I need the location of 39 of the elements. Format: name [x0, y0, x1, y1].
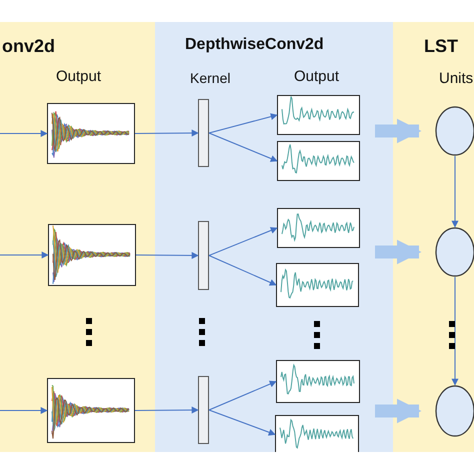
picture	[47, 378, 135, 443]
arrow	[0, 252, 49, 258]
arrow	[0, 407, 48, 414]
layer-title: DepthwiseConv2d	[185, 36, 324, 54]
layer-panel	[155, 22, 393, 452]
block-arrow	[375, 118, 422, 144]
arrow	[208, 255, 277, 286]
column-heading: Kernel	[190, 70, 230, 86]
layer-panel	[393, 22, 474, 452]
layer-title: onv2d	[2, 36, 56, 57]
layer-panel	[0, 22, 155, 452]
column-heading: Units	[439, 70, 474, 87]
arrow	[208, 227, 278, 256]
arrow	[134, 406, 199, 414]
picture	[47, 103, 135, 164]
picture	[276, 263, 359, 307]
layer-title: LST	[424, 36, 458, 57]
kernel-bar	[198, 221, 209, 290]
arrow	[136, 252, 199, 259]
block-arrow	[375, 398, 422, 424]
arrow	[452, 156, 458, 228]
picture	[276, 360, 360, 403]
picture	[277, 141, 360, 181]
column-heading: Output	[56, 68, 102, 85]
picture	[48, 224, 136, 286]
block-arrow	[375, 240, 422, 264]
arrow	[208, 380, 277, 410]
arrow	[134, 130, 199, 137]
kernel-bar	[198, 99, 209, 167]
arrow	[208, 410, 276, 436]
picture	[277, 208, 360, 248]
column-heading: Output	[294, 68, 340, 85]
picture	[275, 415, 359, 452]
kernel-bar	[198, 376, 209, 444]
arrow	[0, 130, 48, 137]
arrow	[208, 113, 278, 134]
arrow	[452, 276, 458, 386]
arrow	[208, 132, 278, 162]
picture	[277, 95, 360, 135]
